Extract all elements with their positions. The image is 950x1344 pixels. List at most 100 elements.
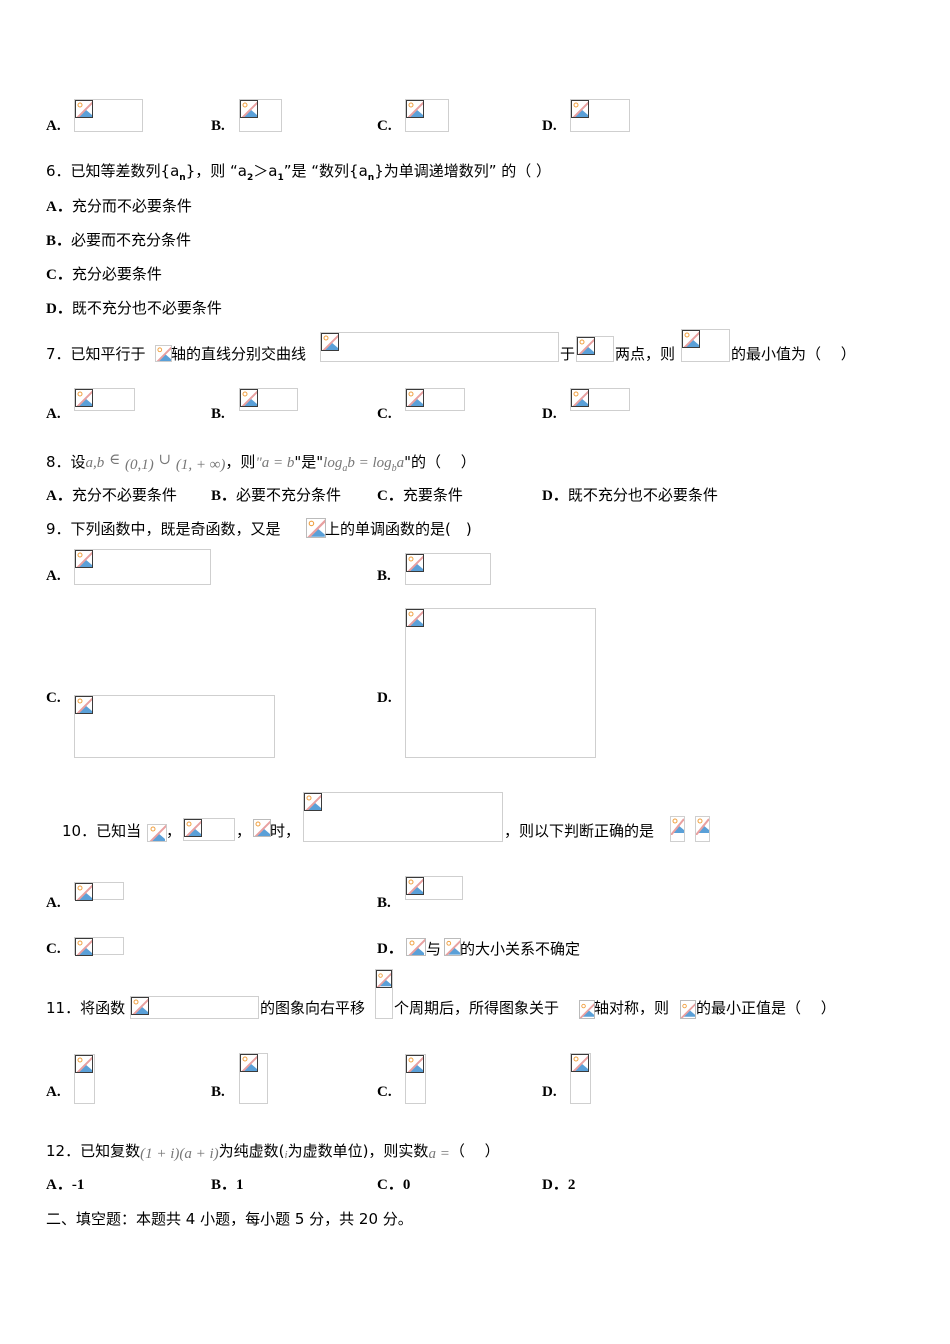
- q10-text: 时，: [270, 822, 301, 840]
- q7-points-image: [576, 336, 614, 362]
- q8-option-a: A．充分不必要条件: [46, 485, 177, 506]
- q8-math: (0,1): [124, 457, 154, 473]
- q5-option-b-image: [239, 99, 282, 132]
- broken-image-icon: [240, 100, 258, 118]
- broken-image-icon: [75, 1055, 93, 1073]
- q8-math: "a = b: [255, 455, 295, 471]
- q10-text: ，则以下判断正确的是: [504, 822, 655, 840]
- q5-option-c-label: C.: [377, 118, 392, 134]
- option-text: 充分而不必要条件: [71, 197, 192, 215]
- q9-text: 9．下列函数中，既是奇函数，又是: [46, 520, 281, 538]
- q12-text: 为虚数单位)，则实数: [287, 1142, 429, 1160]
- q12-option-d: D．2: [542, 1175, 575, 1195]
- q12-math: i: [284, 1149, 288, 1161]
- q8-option-c: C．充要条件: [377, 485, 463, 506]
- option-text: 1: [236, 1177, 244, 1193]
- section-heading: 二、填空题：本题共 4 小题，每小题 5 分，共 20 分。: [46, 1210, 413, 1228]
- q10-condition-image: [303, 792, 503, 842]
- q11-option-d-label: D.: [542, 1084, 557, 1100]
- q5-option-d-image: [570, 99, 630, 132]
- broken-image-icon: [155, 345, 172, 362]
- q7-inline-image: [154, 344, 172, 362]
- q10-text: ，: [236, 822, 252, 840]
- broken-image-icon: [406, 100, 424, 118]
- option-label: C．: [377, 1177, 403, 1193]
- broken-image-icon: [671, 817, 684, 835]
- q7-curves-image: [320, 332, 559, 362]
- q11-text: 的最小正值是（ ）: [696, 999, 836, 1017]
- q10-inline-image: [670, 816, 685, 842]
- q8-option-b: B．必要不充分条件: [211, 485, 341, 506]
- q11-text: 的图象向右平移: [260, 999, 366, 1017]
- broken-image-icon: [131, 997, 149, 1015]
- broken-image-icon: [680, 1000, 696, 1019]
- broken-image-icon: [240, 389, 258, 407]
- q7-option-d-label: D.: [542, 406, 557, 422]
- q9-option-d-image: [405, 608, 596, 758]
- q6-stem-text: 6．已知等差数列{a: [46, 162, 180, 180]
- q8-text: "的（ ）: [404, 453, 476, 471]
- option-text: 既不充分也不必要条件: [567, 486, 718, 504]
- broken-image-icon: [571, 389, 589, 407]
- broken-image-icon: [75, 550, 93, 568]
- q10-inline-image: [146, 823, 167, 842]
- q6-sub: n: [367, 173, 375, 183]
- q9-option-c-image: [74, 695, 275, 758]
- q11-text: 轴对称，则: [594, 999, 670, 1017]
- option-text: 充分必要条件: [71, 265, 162, 283]
- q8-math: ∈: [109, 452, 121, 468]
- q8-math: a: [342, 463, 348, 474]
- q6-stem-text: ＞a: [253, 162, 278, 180]
- q10-inline-image: [695, 816, 710, 842]
- broken-image-icon: [406, 1055, 424, 1073]
- q7-option-c-label: C.: [377, 406, 392, 422]
- q7-text: 两点，则: [615, 345, 676, 363]
- broken-image-icon: [75, 938, 93, 956]
- broken-image-icon: [240, 1054, 258, 1072]
- q6-option-a: A．充分而不必要条件: [46, 196, 192, 217]
- q6-option-d: D．既不充分也不必要条件: [46, 298, 222, 319]
- q10-option-d-text: 的大小关系不确定: [460, 940, 581, 958]
- option-label: A．: [46, 488, 72, 504]
- q5-option-a-image: [74, 99, 143, 132]
- q5-option-a-label: A.: [46, 118, 61, 134]
- q6-sub: 1: [277, 173, 284, 183]
- q11-fraction-image: [375, 969, 393, 1019]
- q8-math: log: [323, 455, 343, 471]
- q10-option-a-image: [74, 882, 124, 901]
- broken-image-icon: [253, 819, 271, 837]
- q9-domain-image: [305, 517, 326, 538]
- option-text: 必要而不充分条件: [71, 231, 192, 249]
- q10-option-a-label: A.: [46, 895, 61, 911]
- broken-image-icon: [75, 100, 93, 118]
- q10-option-d-label: D．: [377, 941, 403, 957]
- option-text: 必要不充分条件: [236, 486, 342, 504]
- broken-image-icon: [376, 970, 392, 988]
- option-text: 充分不必要条件: [71, 486, 177, 504]
- q9-option-b-label: B.: [377, 568, 391, 584]
- q7-option-a-image: [74, 388, 135, 411]
- q8-math: b = log: [347, 455, 392, 471]
- broken-image-icon: [406, 877, 424, 895]
- q10-inline-image: [183, 818, 235, 841]
- q9-option-d-label: D.: [377, 690, 392, 706]
- q7-option-d-image: [570, 388, 630, 411]
- q10-option-b-image: [405, 876, 463, 900]
- q5-option-b-label: B.: [211, 118, 225, 134]
- q11-text: 11．将函数: [46, 999, 126, 1017]
- q9-option-b-image: [405, 553, 491, 585]
- q8-text: "是": [294, 453, 324, 471]
- broken-image-icon: [406, 389, 424, 407]
- q10-option-c-image: [74, 937, 124, 956]
- option-text: -1: [71, 1177, 85, 1193]
- q12-text: （ ）: [449, 1142, 500, 1160]
- q10-inline-image: [252, 818, 271, 840]
- q7-option-b-image: [239, 388, 298, 411]
- broken-image-icon: [75, 389, 93, 407]
- q7-option-b-label: B.: [211, 406, 225, 422]
- q7-text: 于: [560, 345, 576, 363]
- q8-math: b: [391, 463, 397, 474]
- q8-math: ∪: [158, 452, 172, 468]
- q7-expression-image: [681, 329, 730, 362]
- q9-option-a-image: [74, 549, 211, 585]
